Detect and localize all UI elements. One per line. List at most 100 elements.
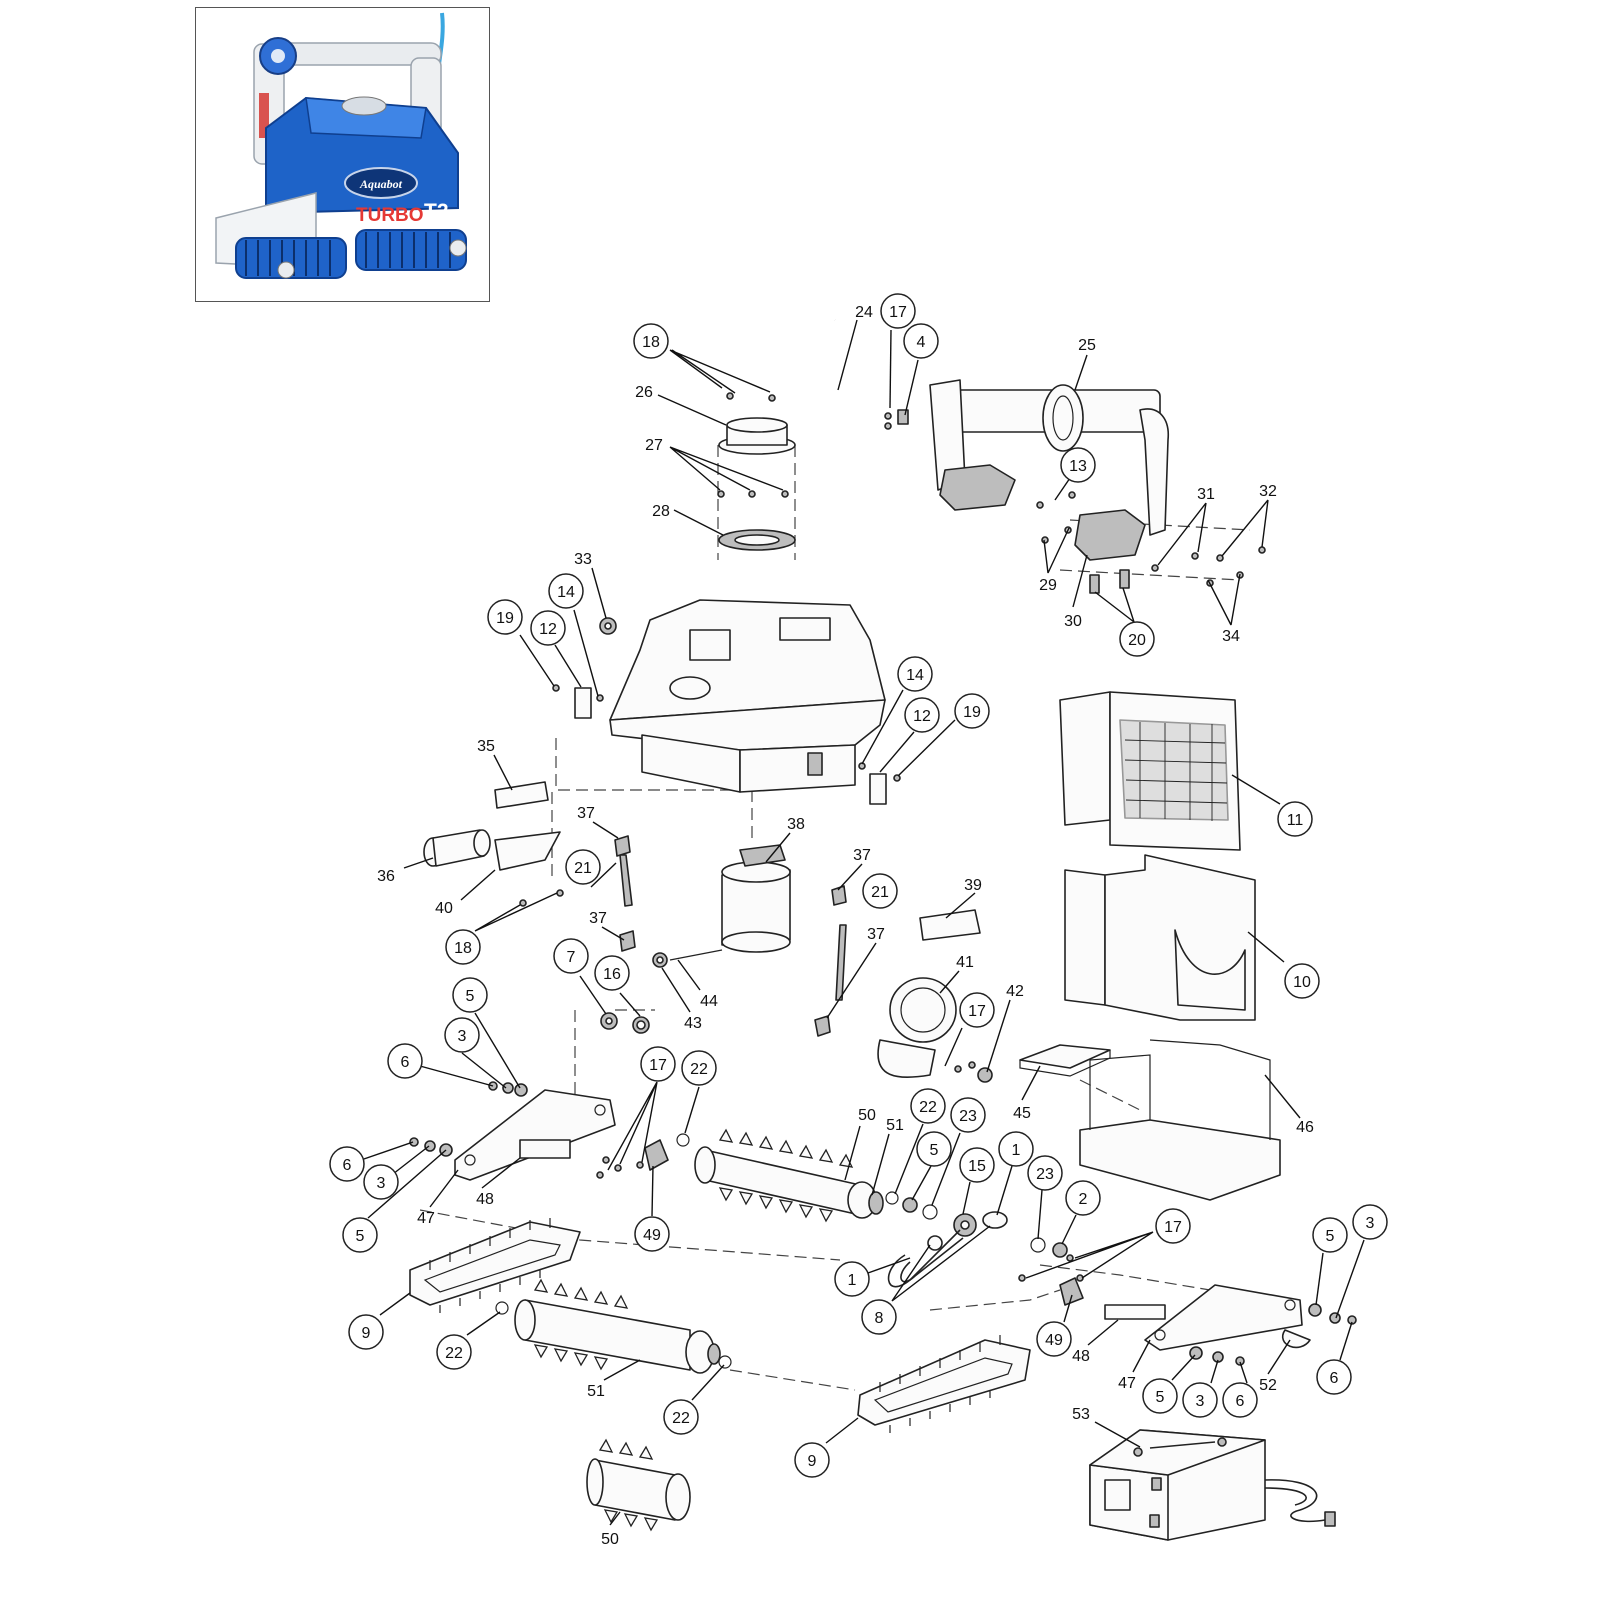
callout-9: 9	[794, 1442, 830, 1478]
callout-circle	[663, 1399, 699, 1435]
product-photo: Aquabot TURBO T2	[195, 7, 490, 302]
callout-circle	[452, 977, 488, 1013]
callout-3: 3	[1352, 1204, 1388, 1240]
callout-number: 48	[476, 1191, 494, 1208]
callout-53: 53	[1072, 1406, 1090, 1423]
callout-2: 2	[1065, 1180, 1101, 1216]
callout-circle	[387, 1043, 423, 1079]
callout-number: 37	[867, 926, 885, 943]
callout-circle	[633, 323, 669, 359]
callout-circle	[1155, 1208, 1191, 1244]
callout-number: 23	[959, 1108, 977, 1125]
callout-circle	[1060, 447, 1096, 483]
callout-number: 47	[1118, 1375, 1136, 1392]
callout-21: 21	[565, 849, 601, 885]
callout-circle	[880, 293, 916, 329]
callout-number: 17	[889, 304, 907, 321]
callout-23: 23	[950, 1097, 986, 1133]
callout-number: 5	[930, 1142, 939, 1159]
callout-27: 27	[645, 437, 663, 454]
callout-number: 17	[649, 1057, 667, 1074]
callout-circle	[916, 1131, 952, 1167]
callout-number: 5	[1326, 1228, 1335, 1245]
callout-22: 22	[681, 1050, 717, 1086]
callout-37: 37	[589, 910, 607, 927]
callout-5: 5	[1142, 1378, 1178, 1414]
callout-circle	[1284, 963, 1320, 999]
callout-7: 7	[553, 938, 589, 974]
callout-21: 21	[862, 873, 898, 909]
callout-circle	[1142, 1378, 1178, 1414]
callout-22: 22	[436, 1334, 472, 1370]
callout-circle	[640, 1046, 676, 1082]
callout-number: 21	[574, 860, 592, 877]
callout-circle	[1119, 621, 1155, 657]
callout-48: 48	[476, 1191, 494, 1208]
callout-circle	[1316, 1359, 1352, 1395]
callout-4: 4	[903, 323, 939, 359]
main-housing	[552, 599, 901, 805]
callout-circle	[950, 1097, 986, 1133]
callout-circle	[1222, 1382, 1258, 1418]
brush-rollers	[495, 1128, 884, 1532]
callout-number: 41	[956, 954, 974, 971]
pool-cleaner-illustration: Aquabot TURBO T2	[196, 8, 488, 300]
callout-50: 50	[858, 1107, 876, 1124]
callout-11: 11	[1277, 801, 1313, 837]
callout-number: 18	[642, 334, 660, 351]
callout-number: 11	[1287, 812, 1304, 829]
callout-38: 38	[787, 816, 805, 833]
callout-6: 6	[1316, 1359, 1352, 1395]
callout-number: 49	[1045, 1332, 1063, 1349]
callout-number: 27	[645, 437, 663, 454]
callout-number: 4	[917, 334, 926, 351]
callout-3: 3	[1182, 1382, 1218, 1418]
callout-33: 33	[574, 551, 592, 568]
callout-circle	[445, 929, 481, 965]
callout-number: 6	[401, 1054, 410, 1071]
callout-circle	[342, 1217, 378, 1253]
callout-51: 51	[886, 1117, 904, 1134]
callout-circle	[594, 955, 630, 991]
callout-number: 49	[643, 1227, 661, 1244]
callout-circle	[363, 1164, 399, 1200]
callout-circle	[553, 938, 589, 974]
callout-number: 3	[1196, 1393, 1205, 1410]
callout-circle	[1182, 1382, 1218, 1418]
callout-3: 3	[444, 1017, 480, 1053]
callout-number: 5	[466, 988, 475, 1005]
callout-circle	[904, 697, 940, 733]
callout-5: 5	[916, 1131, 952, 1167]
handle-assembly	[833, 319, 1266, 594]
callout-circle	[1065, 1180, 1101, 1216]
callout-19: 19	[954, 693, 990, 729]
callout-circle	[436, 1334, 472, 1370]
callout-circle	[1312, 1217, 1348, 1253]
callout-number: 24	[855, 304, 873, 321]
callout-circle	[329, 1146, 365, 1182]
callout-49: 49	[634, 1216, 670, 1252]
callout-number: 3	[1366, 1215, 1375, 1232]
callout-circle	[910, 1088, 946, 1124]
callout-circle	[487, 599, 523, 635]
callout-28: 28	[652, 503, 670, 520]
callout-number: 48	[1072, 1348, 1090, 1365]
callout-circle	[1027, 1155, 1063, 1191]
callout-number: 51	[886, 1117, 904, 1134]
callout-6: 6	[1222, 1382, 1258, 1418]
callout-circle	[634, 1216, 670, 1252]
callout-37: 37	[577, 805, 595, 822]
callout-number: 32	[1259, 483, 1277, 500]
callout-number: 22	[919, 1099, 937, 1116]
callout-circle	[834, 1261, 870, 1297]
callout-14: 14	[897, 656, 933, 692]
callout-17: 17	[640, 1046, 676, 1082]
callout-20: 20	[1119, 621, 1155, 657]
callout-number: 12	[539, 621, 557, 638]
callout-number: 44	[700, 993, 718, 1010]
callout-48: 48	[1072, 1348, 1090, 1365]
callout-47: 47	[417, 1210, 435, 1227]
callout-number: 17	[968, 1003, 986, 1020]
callout-14: 14	[548, 573, 584, 609]
